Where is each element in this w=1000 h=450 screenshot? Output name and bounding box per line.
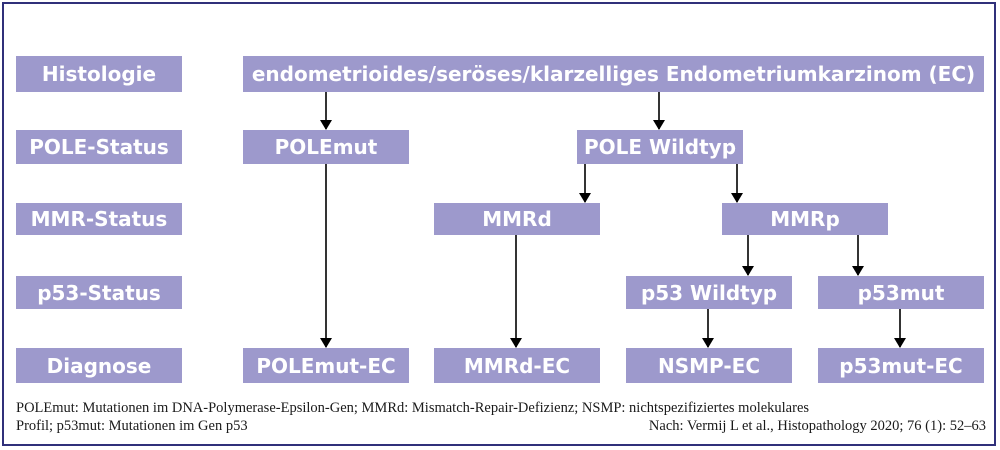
row-label-histologie: Histologie — [16, 56, 182, 92]
node-p53-wildtyp: p53 Wildtyp — [626, 276, 792, 309]
row-label-diagnose: Diagnose — [16, 348, 182, 383]
footer-legend-line2: Profil; p53mut: Mutationen im Gen p53 — [16, 418, 248, 434]
row-label-mmr-status: MMR-Status — [16, 203, 182, 235]
node-histology: endometrioides/seröses/klarzelliges Endo… — [243, 56, 984, 92]
footer-source: Nach: Vermij L et al., Histopathology 20… — [648, 418, 986, 434]
node-dx-polemut: POLEmut-EC — [243, 348, 409, 383]
node-dx-mmrd: MMRd-EC — [434, 348, 600, 383]
node-dx-nsmp: NSMP-EC — [626, 348, 792, 383]
node-p53mut: p53mut — [818, 276, 984, 309]
row-label-p53-status: p53-Status — [16, 276, 182, 309]
node-mmrd: MMRd — [434, 203, 600, 235]
footer-legend-line1: POLEmut: Mutationen im DNA-Polymerase-Ep… — [16, 400, 810, 416]
node-mmrp: MMRp — [722, 203, 888, 235]
row-label-pole-status: POLE-Status — [16, 130, 182, 164]
node-pole-mut: POLEmut — [243, 130, 409, 164]
node-pole-wildtyp: POLE Wildtyp — [577, 130, 743, 164]
node-dx-p53mut: p53mut-EC — [818, 348, 984, 383]
